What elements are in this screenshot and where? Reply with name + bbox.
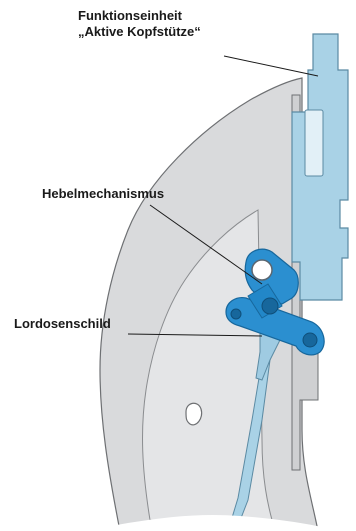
pivot-center — [262, 298, 278, 314]
label-headrest-unit-line2: „Aktive Kopfstütze“ — [78, 24, 201, 40]
label-lever-mechanism: Hebelmechanismus — [42, 186, 164, 202]
label-lumbar-shield: Lordosenschild — [14, 316, 111, 332]
frame-hole — [186, 403, 202, 425]
pivot-arm-end — [303, 333, 317, 347]
label-lever-mechanism-text: Hebelmechanismus — [42, 186, 164, 202]
label-lumbar-shield-text: Lordosenschild — [14, 316, 111, 332]
pivot-arm-start — [231, 309, 241, 319]
label-headrest-unit: Funktionseinheit „Aktive Kopfstütze“ — [78, 8, 201, 40]
headrest-slot — [305, 110, 323, 176]
leader-headrest — [224, 56, 318, 76]
label-headrest-unit-line1: Funktionseinheit — [78, 8, 201, 24]
pivot-upper — [252, 260, 272, 280]
